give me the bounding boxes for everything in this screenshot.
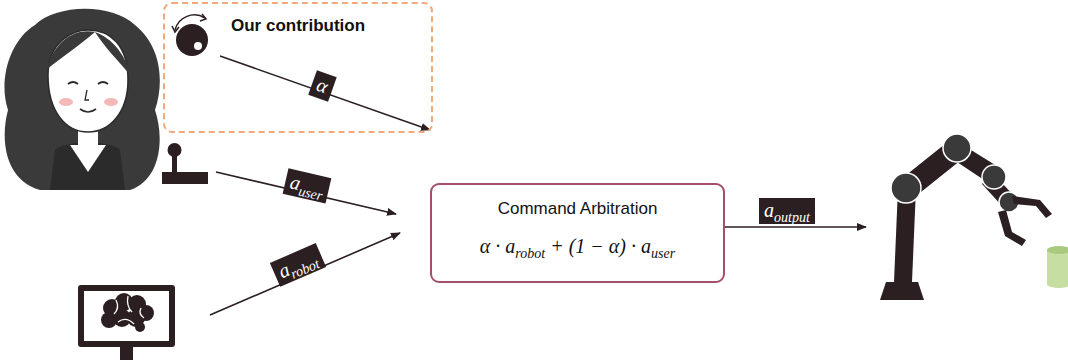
action-symbol: a <box>764 199 774 221</box>
output-action-label: aoutput <box>759 198 815 224</box>
action-symbol: α <box>314 73 331 97</box>
action-subscript: output <box>774 210 810 225</box>
alpha-arrow <box>220 56 430 130</box>
formula: α · arobot + (1 − α) · auser <box>432 235 723 258</box>
user-action-label: auser <box>283 168 332 203</box>
contribution-box: Our contribution <box>163 2 433 133</box>
robot-arm <box>880 134 1052 300</box>
robot-action-label: arobot <box>270 243 326 287</box>
arbitration-box: Command Arbitration α · arobot + (1 − α) … <box>430 183 725 283</box>
user-figure <box>4 9 159 190</box>
action-subscript: user <box>297 183 324 203</box>
formula-subscript: user <box>651 246 675 261</box>
computer-icon <box>78 285 175 360</box>
alpha-label: α <box>308 70 336 101</box>
formula-term: + (1 − α) · a <box>545 235 651 257</box>
formula-subscript: robot <box>515 246 545 261</box>
action-subscript: robot <box>289 256 322 282</box>
knob-icon <box>172 14 208 56</box>
robot-arrow <box>210 233 400 315</box>
target-cylinder <box>1047 246 1068 288</box>
box-heading: Command Arbitration <box>432 199 723 219</box>
box-heading: Our contribution <box>231 16 365 36</box>
output-arrow <box>718 226 866 228</box>
formula-term: α · a <box>480 235 516 257</box>
joystick-icon <box>162 143 208 184</box>
